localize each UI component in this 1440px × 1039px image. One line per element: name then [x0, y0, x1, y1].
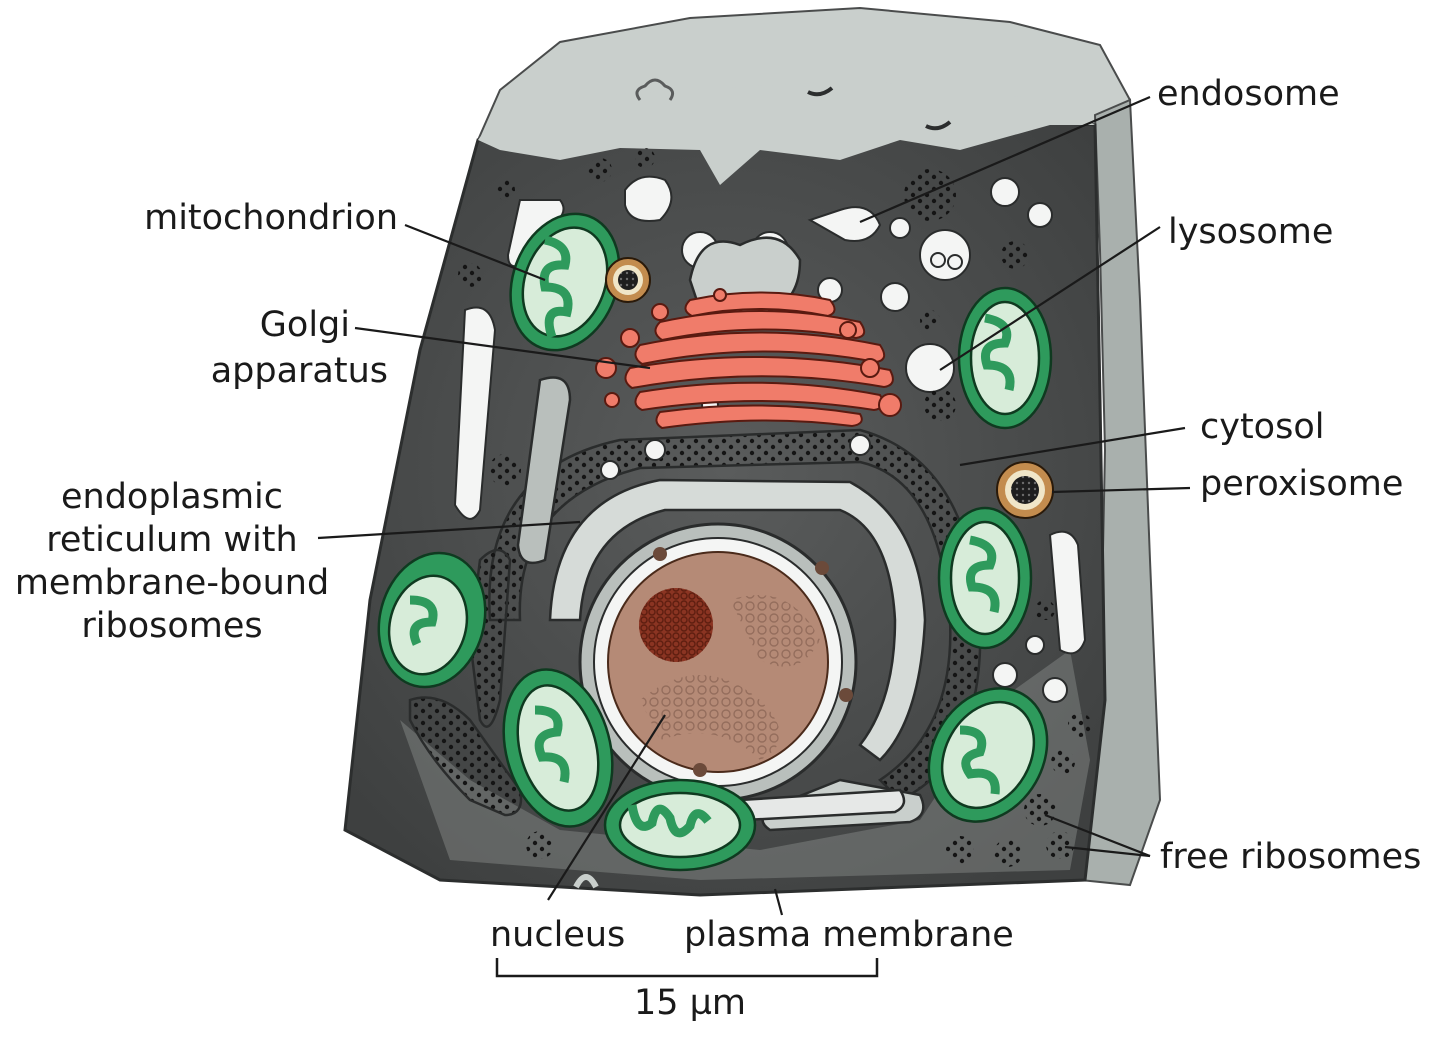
chromatin	[640, 675, 780, 760]
mitochondrion	[957, 286, 1053, 430]
vesicle	[992, 662, 1018, 688]
nucleus	[578, 522, 858, 802]
mitochondria	[377, 212, 1053, 872]
ribosome-cluster	[495, 180, 515, 200]
ribosome-cluster	[1024, 794, 1056, 826]
peroxisomes	[605, 257, 1054, 519]
ribosome-cluster	[904, 169, 956, 221]
vesicle-double	[919, 229, 971, 281]
chromatin	[730, 595, 820, 667]
ribosome-cluster	[635, 148, 655, 168]
free-ribosome-clusters	[458, 148, 1092, 867]
leader-free-ribosomes-2	[1064, 845, 1151, 858]
surface-pit	[925, 120, 952, 131]
leader-golgi	[354, 326, 651, 370]
vesicle-elongated	[807, 206, 882, 242]
mitochondrion	[509, 212, 621, 352]
leader-lysosome	[939, 226, 1161, 371]
vesicle	[600, 460, 620, 480]
label-golgi-1: Golgi	[260, 305, 350, 345]
leader-peroxisome	[1051, 486, 1191, 494]
vesicle	[990, 177, 1020, 207]
mitochondrion	[927, 687, 1049, 823]
vesicle	[889, 217, 911, 239]
peroxisome	[996, 461, 1054, 519]
ribosome-cluster	[946, 836, 974, 864]
mitochondrion	[377, 551, 487, 689]
vesicle	[880, 282, 910, 312]
label-er-1: endoplasmic	[61, 477, 283, 517]
label-cytosol: cytosol	[1200, 407, 1324, 447]
lysosome-vesicle	[905, 343, 955, 393]
mitochondrion	[603, 778, 757, 872]
label-lysosome: lysosome	[1168, 212, 1333, 252]
vesicle	[1027, 202, 1053, 228]
ribosome-cluster	[1051, 750, 1075, 774]
membrane-notch	[573, 874, 599, 889]
label-er-2: reticulum with	[46, 520, 297, 560]
ribosome-cluster	[924, 389, 956, 421]
cell-side-surface	[1078, 98, 1162, 887]
label-endosome: endosome	[1157, 74, 1340, 114]
vesicle-inner	[947, 254, 963, 270]
vesicle-elongated	[453, 306, 497, 520]
surface-pit	[807, 86, 834, 97]
ribosome-cluster	[1046, 831, 1074, 859]
ribosome-cluster	[526, 831, 554, 859]
peripheral-cytoplasm	[400, 650, 1090, 880]
er-lower-left	[408, 696, 523, 817]
peroxisome	[605, 257, 651, 303]
label-plasma-membrane: plasma membrane	[684, 915, 1014, 955]
vesicle	[1042, 677, 1068, 703]
label-golgi-2: apparatus	[211, 351, 388, 391]
label-er-3: membrane-bound	[15, 563, 329, 603]
golgi-cisterna	[624, 355, 894, 390]
golgi-apparatus	[595, 288, 902, 430]
ribosome-cluster	[489, 454, 521, 486]
leader-endosome	[859, 95, 1151, 224]
label-free-ribosomes: free ribosomes	[1160, 837, 1421, 877]
er-inner-arc	[548, 478, 927, 762]
labels: endosome lysosome mitochondrion Golgi ap…	[15, 74, 1422, 1023]
ribosome-cluster	[588, 158, 612, 182]
surface-invaginations	[478, 80, 1095, 185]
leader-mitochondrion	[404, 223, 546, 282]
ribosome-cluster	[1001, 241, 1029, 269]
vesicle	[1025, 635, 1045, 655]
vesicle	[644, 439, 666, 461]
label-er-4: ribosomes	[81, 606, 262, 646]
scale-bar	[495, 958, 879, 978]
vesicle-large	[624, 175, 673, 222]
leader-plasma-membrane	[773, 888, 784, 916]
er-left-long	[516, 376, 572, 565]
label-peroxisome: peroxisome	[1200, 464, 1403, 504]
leader-er	[317, 520, 581, 540]
leader-cytosol	[959, 426, 1186, 467]
label-mitochondrion: mitochondrion	[144, 198, 398, 238]
ribosome-cluster	[1035, 600, 1055, 620]
vesicle-elongated	[1048, 530, 1087, 655]
surface-pit	[635, 78, 675, 101]
golgi-cisterna	[655, 404, 863, 430]
mitochondrion	[937, 506, 1033, 650]
leader-free-ribosomes-1	[1044, 813, 1151, 858]
golgi-vesicles	[595, 288, 902, 417]
leader-nucleus	[547, 714, 666, 901]
nuclear-pores	[653, 547, 853, 777]
vesicle-inner	[930, 252, 946, 268]
golgi-cisterna	[634, 381, 884, 412]
label-nucleus: nucleus	[490, 915, 625, 955]
ribosome-cluster	[458, 263, 482, 287]
leader-lines	[317, 95, 1191, 916]
label-scale-bar: 15 µm	[634, 983, 746, 1023]
ribosome-cluster	[994, 839, 1022, 867]
ribosome-cluster	[1068, 713, 1092, 737]
nucleolus-texture	[639, 588, 713, 662]
mitochondrion	[502, 668, 614, 828]
ribosome-cluster	[920, 310, 940, 330]
vesicle	[849, 434, 871, 456]
